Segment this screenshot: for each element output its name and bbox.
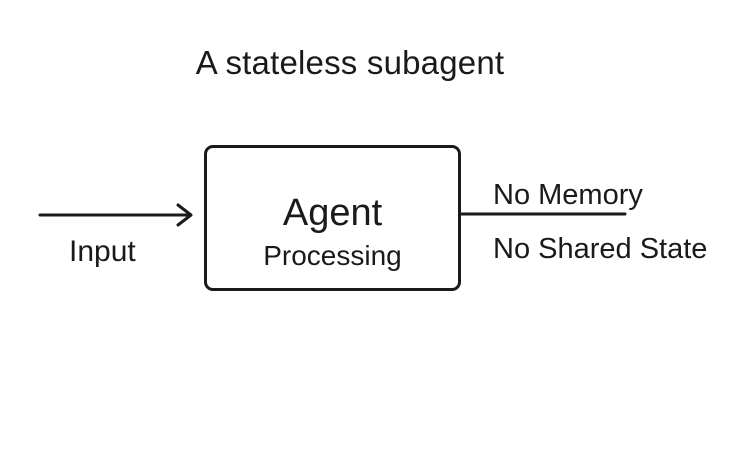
output-label-no-shared-state: No Shared State — [493, 233, 708, 265]
input-label: Input — [69, 235, 136, 268]
input-arrow-head — [176, 203, 193, 227]
output-label-no-memory: No Memory — [493, 179, 643, 211]
agent-box: Agent Processing — [204, 145, 461, 291]
diagram-title: A stateless subagent — [195, 44, 505, 81]
agent-name: Agent — [282, 192, 383, 234]
agent-subtitle: Processing — [263, 240, 402, 271]
